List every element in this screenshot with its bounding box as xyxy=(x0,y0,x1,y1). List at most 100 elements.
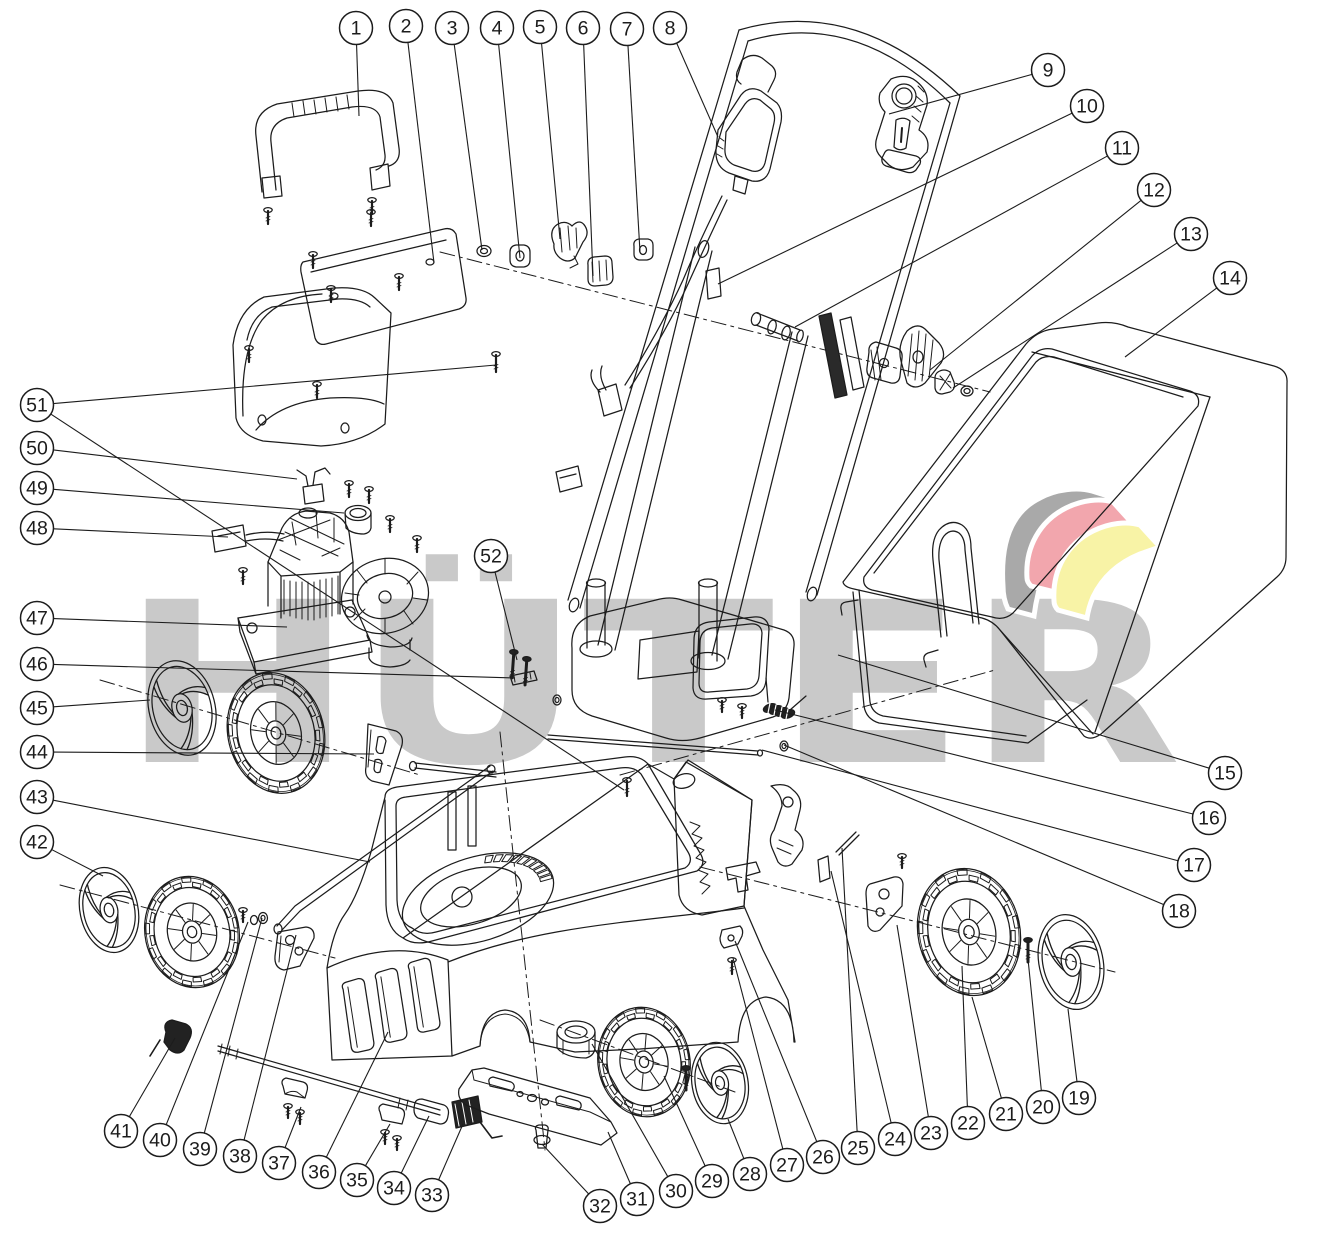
callout-51[interactable]: 51 xyxy=(19,387,55,423)
part-start-lever-path xyxy=(875,75,929,171)
part-wheel-path xyxy=(202,879,214,890)
callout-45[interactable]: 45 xyxy=(19,690,55,726)
callout-10[interactable]: 10 xyxy=(1069,88,1105,124)
part-screw-line xyxy=(739,713,745,716)
callout-circle-39 xyxy=(182,1131,218,1167)
part-wheel-path xyxy=(297,771,308,783)
callout-leader-7 xyxy=(627,45,641,253)
callout-18[interactable]: 18 xyxy=(1161,893,1197,929)
callout-25[interactable]: 25 xyxy=(840,1130,876,1166)
callout-6[interactable]: 6 xyxy=(565,10,601,46)
part-wheel-line xyxy=(968,900,971,919)
callout-12[interactable]: 12 xyxy=(1136,172,1172,208)
callout-47[interactable]: 47 xyxy=(19,600,55,636)
callout-24[interactable]: 24 xyxy=(877,1121,913,1157)
callout-42[interactable]: 42 xyxy=(19,824,55,860)
part-support-arm-path xyxy=(276,765,494,931)
callout-16[interactable]: 16 xyxy=(1191,800,1227,836)
part-start-lever xyxy=(875,75,929,174)
callout-number-12: 12 xyxy=(1143,180,1165,202)
part-wheel-path xyxy=(307,704,317,718)
callout-31[interactable]: 31 xyxy=(619,1181,655,1217)
callout-33[interactable]: 33 xyxy=(414,1177,450,1213)
callout-21[interactable]: 21 xyxy=(988,1096,1024,1132)
part-motor-ellipse xyxy=(344,504,372,522)
callout-48[interactable]: 48 xyxy=(19,510,55,546)
part-wheel-path xyxy=(642,1106,653,1112)
callout-41[interactable]: 41 xyxy=(103,1113,139,1149)
part-hubcap-ellipse xyxy=(694,1046,746,1120)
callout-13[interactable]: 13 xyxy=(1173,216,1209,252)
callout-22[interactable]: 22 xyxy=(950,1105,986,1141)
part-wheel-path xyxy=(246,772,258,785)
callout-14[interactable]: 14 xyxy=(1212,260,1248,296)
callout-circle-50 xyxy=(19,430,55,466)
callout-34[interactable]: 34 xyxy=(376,1170,412,1206)
callout-32[interactable]: 32 xyxy=(582,1188,618,1224)
part-axle-assembly-path xyxy=(413,1098,450,1125)
part-hubcap-path xyxy=(177,685,206,695)
part-screw-ellipse xyxy=(1023,936,1033,944)
part-screw-line xyxy=(414,547,420,550)
callout-11[interactable]: 11 xyxy=(1104,130,1140,166)
callout-circle-45 xyxy=(19,690,55,726)
part-clamp-hardware-ellipse xyxy=(515,250,525,262)
callout-17[interactable]: 17 xyxy=(1176,847,1212,883)
part-bolt-row-path xyxy=(870,346,882,381)
part-wheel-path xyxy=(144,922,151,935)
callout-39[interactable]: 39 xyxy=(182,1131,218,1167)
callout-38[interactable]: 38 xyxy=(222,1138,258,1174)
callout-35[interactable]: 35 xyxy=(339,1162,375,1198)
part-screw-ellipse xyxy=(238,566,248,574)
callout-2[interactable]: 2 xyxy=(388,8,424,44)
part-hubcap-path xyxy=(111,913,119,949)
callout-5[interactable]: 5 xyxy=(522,9,558,45)
callout-26[interactable]: 26 xyxy=(805,1139,841,1175)
callout-leader-39 xyxy=(203,917,263,1134)
callout-8[interactable]: 8 xyxy=(652,10,688,46)
part-clamp-hardware-path xyxy=(633,238,654,261)
part-handlebar-path xyxy=(555,465,583,493)
callout-50[interactable]: 50 xyxy=(19,430,55,466)
callout-number-5: 5 xyxy=(535,17,546,39)
callout-52[interactable]: 52 xyxy=(473,538,509,574)
callout-37[interactable]: 37 xyxy=(261,1145,297,1181)
callout-number-13: 13 xyxy=(1180,224,1202,246)
part-screw-line xyxy=(414,544,420,547)
part-handlebar-path xyxy=(579,40,749,609)
callout-15[interactable]: 15 xyxy=(1207,755,1243,791)
callout-20[interactable]: 20 xyxy=(1025,1089,1061,1125)
callout-1[interactable]: 1 xyxy=(338,10,374,46)
callout-7[interactable]: 7 xyxy=(609,11,645,47)
part-deck-vents-path xyxy=(501,854,514,863)
part-hubcap xyxy=(78,866,140,954)
callout-27[interactable]: 27 xyxy=(769,1147,805,1183)
callout-23[interactable]: 23 xyxy=(913,1115,949,1151)
callout-circle-5 xyxy=(522,9,558,45)
part-grass-catcher xyxy=(840,321,1288,744)
part-hubcap-path xyxy=(186,711,194,751)
part-small-brackets-circle xyxy=(875,907,885,917)
part-blade-path xyxy=(562,1039,590,1055)
callout-29[interactable]: 29 xyxy=(694,1163,730,1199)
callout-number-40: 40 xyxy=(149,1130,171,1152)
part-wheel-path xyxy=(278,781,289,788)
callout-30[interactable]: 30 xyxy=(658,1173,694,1209)
callout-46[interactable]: 46 xyxy=(19,646,55,682)
callout-36[interactable]: 36 xyxy=(301,1154,337,1190)
callout-44[interactable]: 44 xyxy=(19,734,55,770)
callout-40[interactable]: 40 xyxy=(142,1122,178,1158)
part-motor-path xyxy=(366,634,413,668)
part-wheel-line xyxy=(976,942,988,958)
callout-9[interactable]: 9 xyxy=(1030,52,1066,88)
callout-43[interactable]: 43 xyxy=(19,779,55,815)
callout-3[interactable]: 3 xyxy=(434,10,470,46)
part-support-arm-path xyxy=(414,762,497,778)
callout-4[interactable]: 4 xyxy=(479,10,515,46)
callout-49[interactable]: 49 xyxy=(19,470,55,506)
callout-19[interactable]: 19 xyxy=(1061,1080,1097,1116)
callout-28[interactable]: 28 xyxy=(732,1156,768,1192)
callout-number-15: 15 xyxy=(1214,763,1236,785)
part-wheel-path xyxy=(261,672,273,681)
diagram-svg-g xyxy=(59,20,1288,1152)
